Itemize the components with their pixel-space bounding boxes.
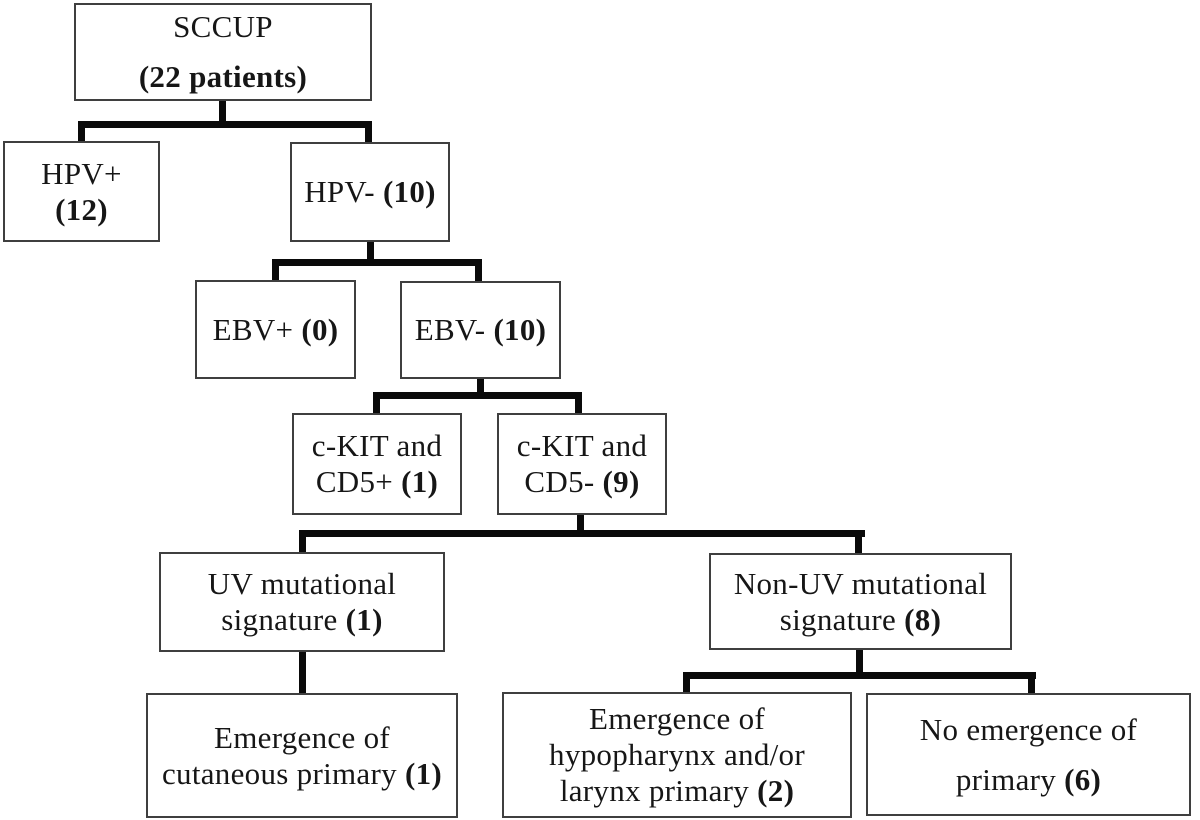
connector-to-hpv-negative	[365, 121, 372, 145]
node-count: (10)	[493, 312, 547, 347]
node-text: signature	[221, 602, 346, 637]
node-count: (12)	[55, 191, 108, 227]
connector-to-hypopharynx-larynx	[683, 672, 690, 696]
node-text: c-KIT and	[516, 428, 648, 463]
node-hpv-positive: HPV+ (12)	[3, 141, 160, 242]
node-ebv-negative: EBV- (10)	[400, 281, 561, 379]
node-text: signature	[779, 601, 905, 637]
node-line: CD5+ (1)	[316, 464, 438, 500]
node-line: EBV+ (0)	[213, 312, 339, 348]
node-count: (1)	[401, 464, 439, 499]
node-line: UV mutational	[208, 566, 396, 602]
node-count: (1)	[404, 755, 443, 791]
node-no-emergence: No emergence of primary (6)	[866, 693, 1191, 816]
node-line: HPV+	[41, 156, 122, 192]
node-line: Emergence of	[214, 720, 390, 756]
node-text: CD5-	[524, 464, 603, 499]
node-count: (8)	[904, 601, 942, 637]
node-text: UV mutational	[207, 566, 397, 601]
node-line: Emergence of	[589, 701, 765, 737]
node-line: (22 patients)	[139, 59, 307, 95]
connector-uv-to-cutaneous	[299, 651, 306, 696]
connector-ckit-cd5-negative-bar	[299, 530, 865, 537]
node-text: HPV+	[41, 155, 122, 191]
node-line: c-KIT and	[517, 428, 647, 464]
node-count: (10)	[382, 174, 436, 209]
connector-to-no-emergence	[1028, 672, 1035, 696]
node-text: primary	[955, 761, 1065, 797]
node-count: (1)	[345, 602, 383, 637]
node-line: primary (6)	[956, 762, 1101, 798]
node-cutaneous-primary: Emergence of cutaneous primary (1)	[146, 693, 458, 818]
node-ebv-positive: EBV+ (0)	[195, 280, 356, 379]
node-line: (12)	[55, 192, 108, 228]
connector-to-ckit-cd5-negative	[575, 392, 582, 416]
node-text: SCCUP	[173, 9, 273, 44]
node-line: signature (8)	[780, 602, 941, 638]
node-count: (9)	[602, 464, 640, 499]
node-line: larynx primary (2)	[560, 773, 794, 809]
connector-hpv-negative-stem	[367, 240, 374, 266]
node-text: EBV+	[212, 311, 302, 347]
node-text: EBV-	[414, 312, 494, 347]
node-hpv-negative: HPV- (10)	[290, 142, 450, 242]
connector-hpv-negative-bar	[272, 259, 482, 266]
node-uv-signature: UV mutational signature (1)	[159, 552, 445, 652]
node-line: HPV- (10)	[304, 174, 436, 210]
node-line: c-KIT and	[312, 428, 442, 464]
node-text: HPV-	[304, 174, 383, 209]
node-count: (0)	[301, 311, 339, 347]
node-ckit-cd5-negative: c-KIT and CD5- (9)	[497, 413, 667, 515]
node-line: No emergence of	[920, 712, 1137, 748]
node-sccup: SCCUP (22 patients)	[74, 3, 372, 101]
connector-to-non-uv-signature	[855, 530, 862, 556]
node-non-uv-signature: Non-UV mutational signature (8)	[709, 553, 1012, 650]
node-ckit-cd5-positive: c-KIT and CD5+ (1)	[292, 413, 462, 515]
connector-non-uv-stem	[856, 649, 863, 679]
node-text: Non-UV mutational	[733, 565, 988, 601]
node-line: signature (1)	[221, 602, 382, 638]
connector-to-ebv-positive	[272, 259, 279, 283]
connector-to-uv-signature	[299, 530, 306, 555]
node-line: cutaneous primary (1)	[162, 756, 442, 792]
node-count: (2)	[757, 773, 795, 808]
node-line: SCCUP	[173, 9, 273, 45]
node-text: Emergence of	[588, 701, 766, 736]
node-text: hypopharynx and/or	[549, 737, 805, 772]
node-line: hypopharynx and/or	[549, 737, 805, 773]
connector-to-ckit-cd5-positive	[373, 392, 380, 416]
connector-ebv-negative-stem	[477, 378, 484, 399]
connector-non-uv-bar	[683, 672, 1036, 679]
connector-to-ebv-negative	[475, 259, 482, 284]
node-text: c-KIT and	[311, 428, 443, 463]
connector-to-hpv-positive	[78, 121, 85, 145]
node-text: No emergence of	[919, 711, 1138, 747]
node-text: cutaneous primary	[161, 755, 405, 791]
node-text: Emergence of	[213, 719, 391, 755]
connector-ckit-cd5-negative-stem	[577, 514, 584, 537]
connector-sccup-stem	[219, 101, 226, 128]
node-line: CD5- (9)	[524, 464, 639, 500]
node-count: (6)	[1064, 761, 1102, 797]
node-line: EBV- (10)	[415, 312, 547, 348]
node-text: CD5+	[315, 464, 402, 499]
node-hypopharynx-larynx-primary: Emergence of hypopharynx and/or larynx p…	[502, 692, 852, 818]
node-line: Non-UV mutational	[734, 566, 987, 602]
connector-sccup-bar	[78, 121, 372, 128]
node-text: larynx primary	[559, 773, 758, 808]
connector-ebv-negative-bar	[373, 392, 582, 399]
node-count: (22 patients)	[138, 59, 308, 94]
